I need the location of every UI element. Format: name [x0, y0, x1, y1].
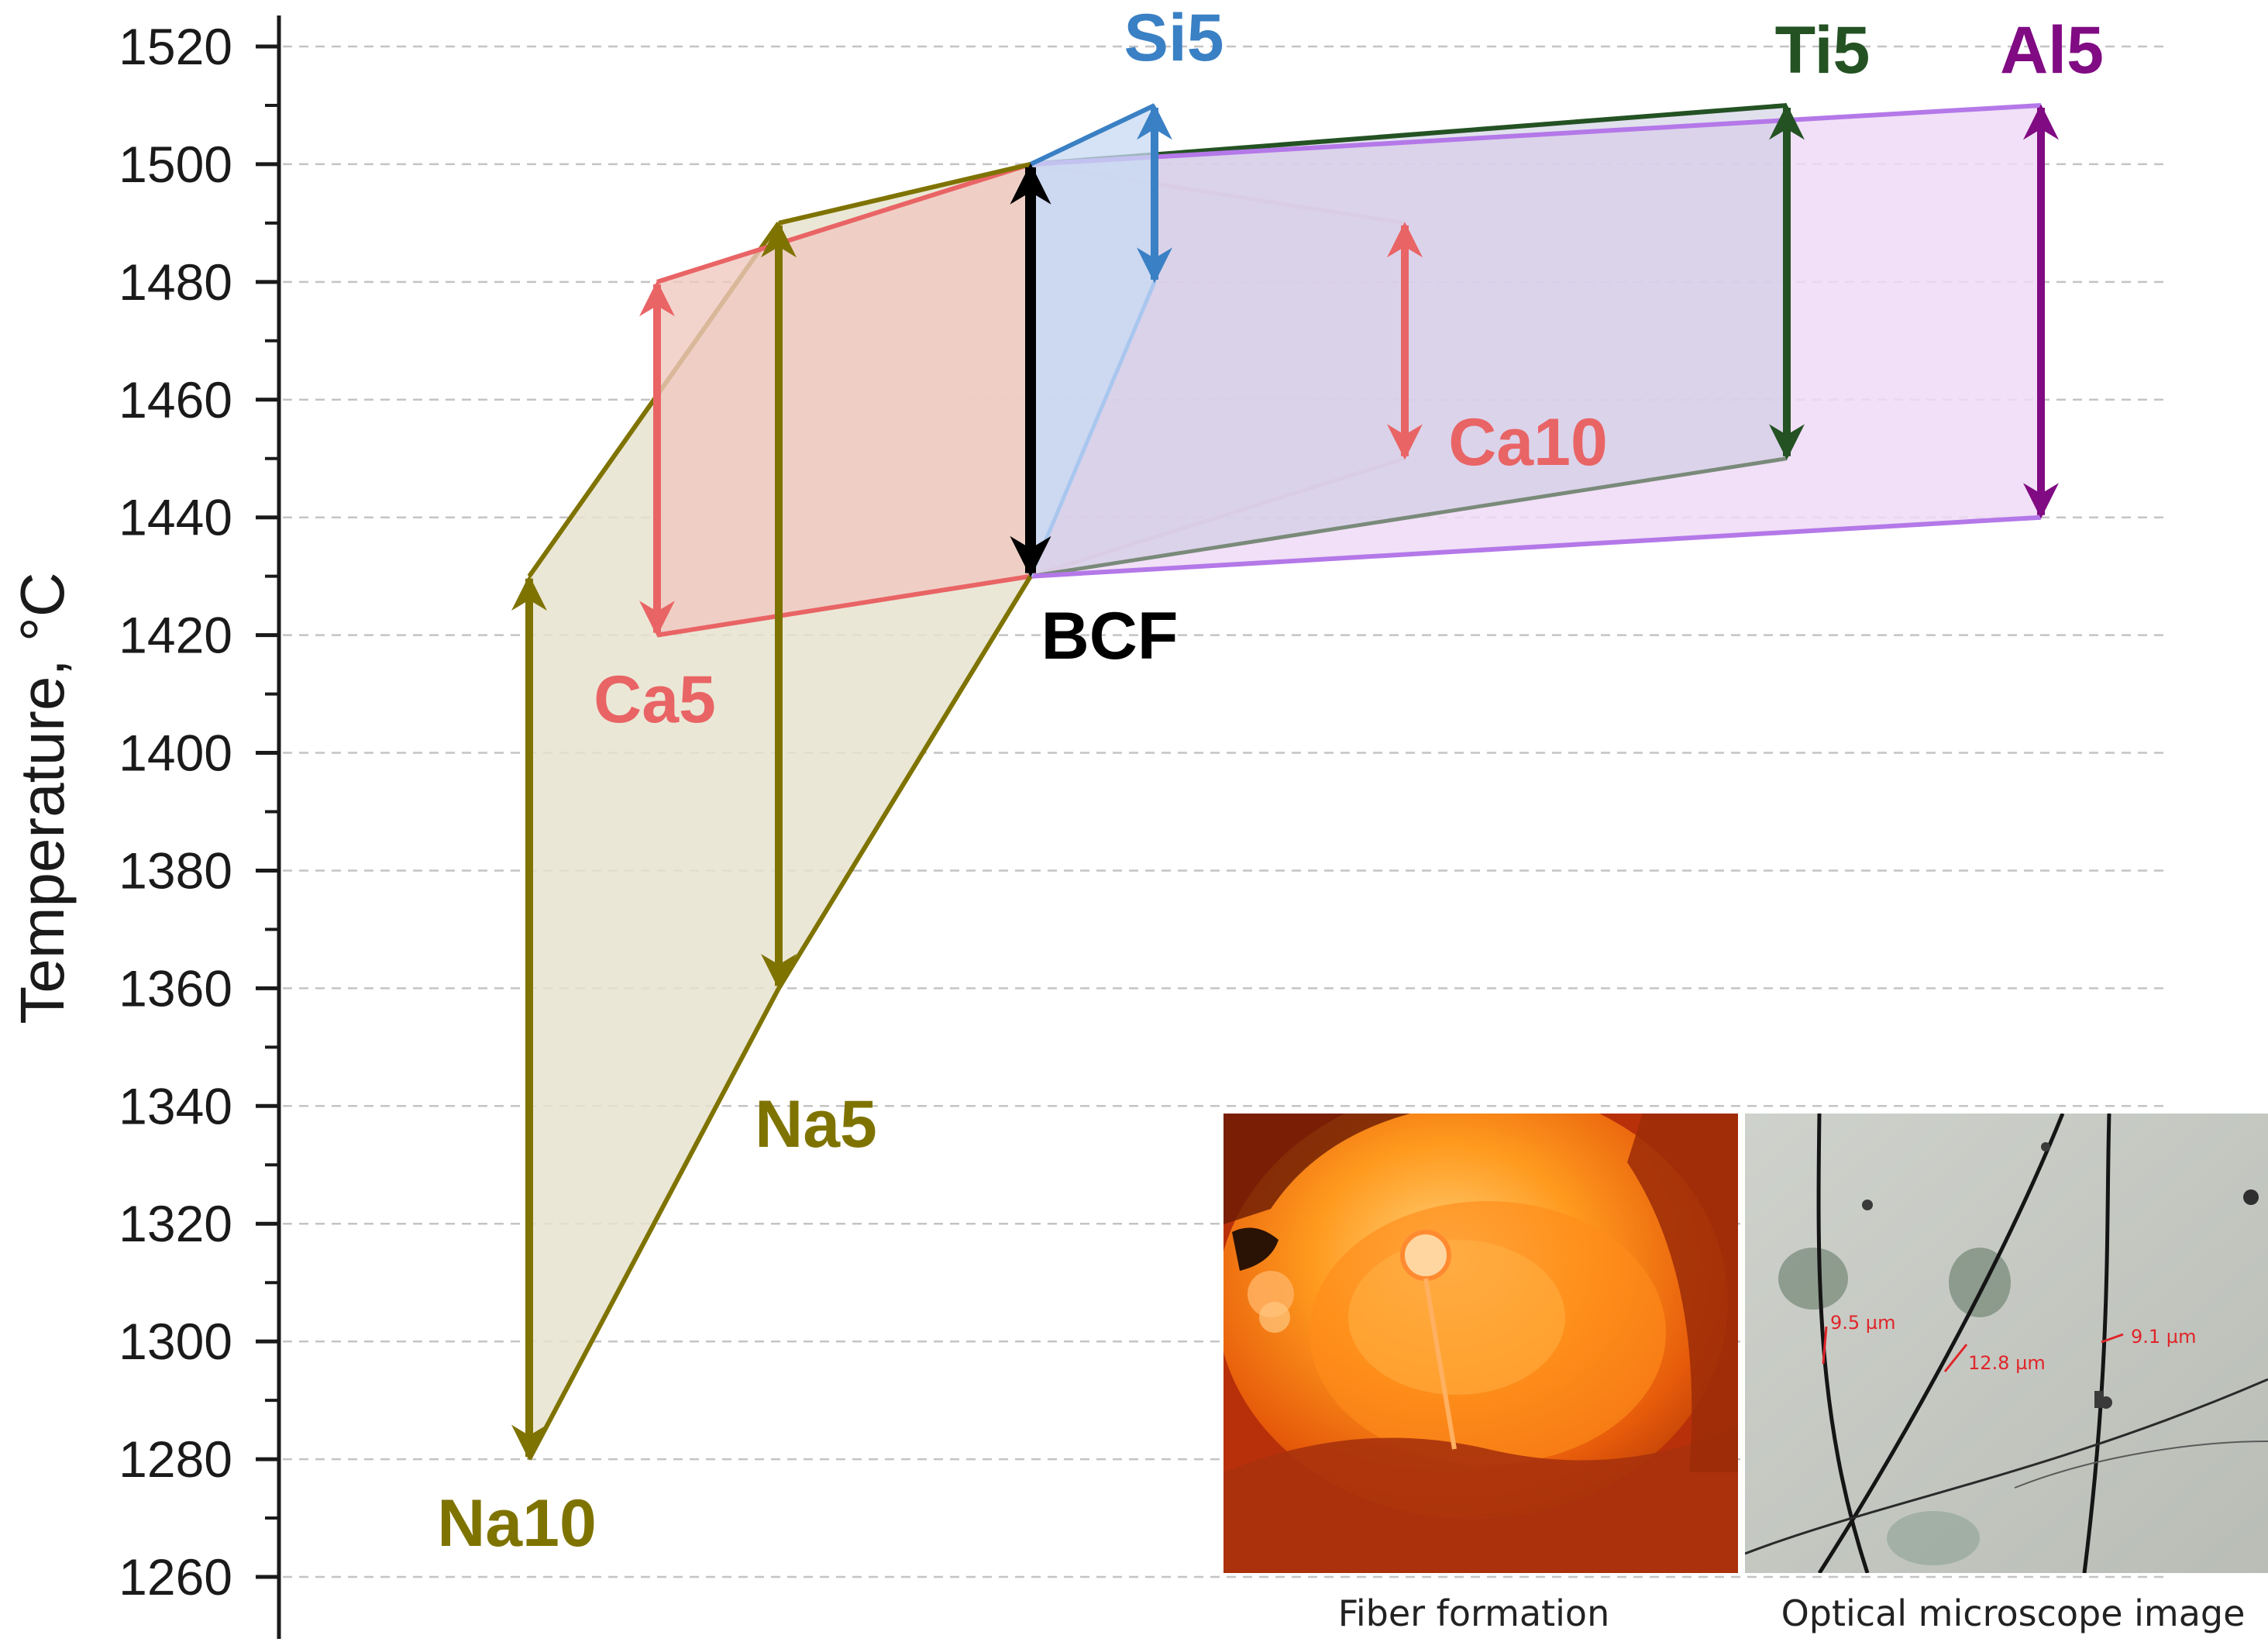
y-tick-label: 1320 [119, 1195, 232, 1252]
region-ca5 [656, 162, 1031, 638]
measurement-label-3: 9.1 µm [2131, 1326, 2196, 1348]
region-si5-fill [1031, 105, 1155, 577]
fiber-formation-photo [1223, 1114, 1738, 1573]
series-label-ca10: Ca10 [1448, 405, 1608, 480]
y-tick-label: 1400 [119, 725, 232, 782]
series-label-ca5: Ca5 [594, 663, 716, 737]
series-label-si5: Si5 [1124, 1, 1223, 75]
region-si5-lower-edge [1028, 281, 1157, 577]
y-tick-label: 1460 [119, 371, 232, 429]
y-tick-label: 1380 [119, 842, 232, 899]
y-tick-label: 1260 [119, 1548, 232, 1606]
region-al5-upper-edge [1030, 103, 2042, 167]
region-ca5-fill [657, 164, 1031, 635]
optical-microscope-caption: Optical microscope image [1781, 1592, 2246, 1634]
region-al5-lower-edge [1030, 515, 2042, 579]
measurement-label-2: 12.8 µm [1968, 1352, 2046, 1374]
y-tick-label: 1420 [119, 607, 232, 664]
region-ca5-lower-edge [656, 573, 1031, 638]
region-si5 [1028, 103, 1157, 577]
y-tick-label: 1440 [119, 489, 232, 546]
region-na5 [776, 161, 1033, 990]
y-tick-label: 1360 [119, 959, 232, 1017]
fiber-formation-caption: Fiber formation [1338, 1592, 1609, 1634]
y-axis-title: Temperature, °C [8, 572, 77, 1024]
series-label-na5: Na5 [755, 1087, 877, 1162]
region-na5-lower-edge [776, 575, 1033, 990]
series-label-al5: Al5 [2000, 13, 2104, 88]
region-si5-upper-edge [1029, 103, 1156, 167]
region-ti5-lower-edge [1030, 456, 1788, 579]
series-label-na10: Na10 [437, 1486, 597, 1561]
optical-microscope-photo: 9.5 µm 12.8 µm 9.1 µm [1745, 1114, 2268, 1573]
y-axis-ticks: 1260 1280 1300 1320 1340 1360 1380 1400 1420 1440… [119, 18, 279, 1606]
y-tick-label: 1520 [119, 18, 232, 75]
y-tick-label: 1280 [119, 1430, 232, 1488]
y-tick-label: 1340 [119, 1077, 232, 1134]
region-na10-lower-edge [527, 986, 781, 1461]
measurement-label-1: 9.5 µm [1830, 1312, 1895, 1334]
region-na5-upper-edge [778, 161, 1031, 225]
series-label-bcf: BCF [1041, 599, 1179, 673]
region-ca5-upper-edge [656, 162, 1031, 284]
y-tick-label: 1300 [119, 1313, 232, 1370]
y-tick-label: 1480 [119, 253, 232, 311]
region-al5-edges [1030, 103, 2042, 579]
series-label-ti5: Ti5 [1775, 13, 1870, 88]
y-tick-label: 1500 [119, 136, 232, 193]
